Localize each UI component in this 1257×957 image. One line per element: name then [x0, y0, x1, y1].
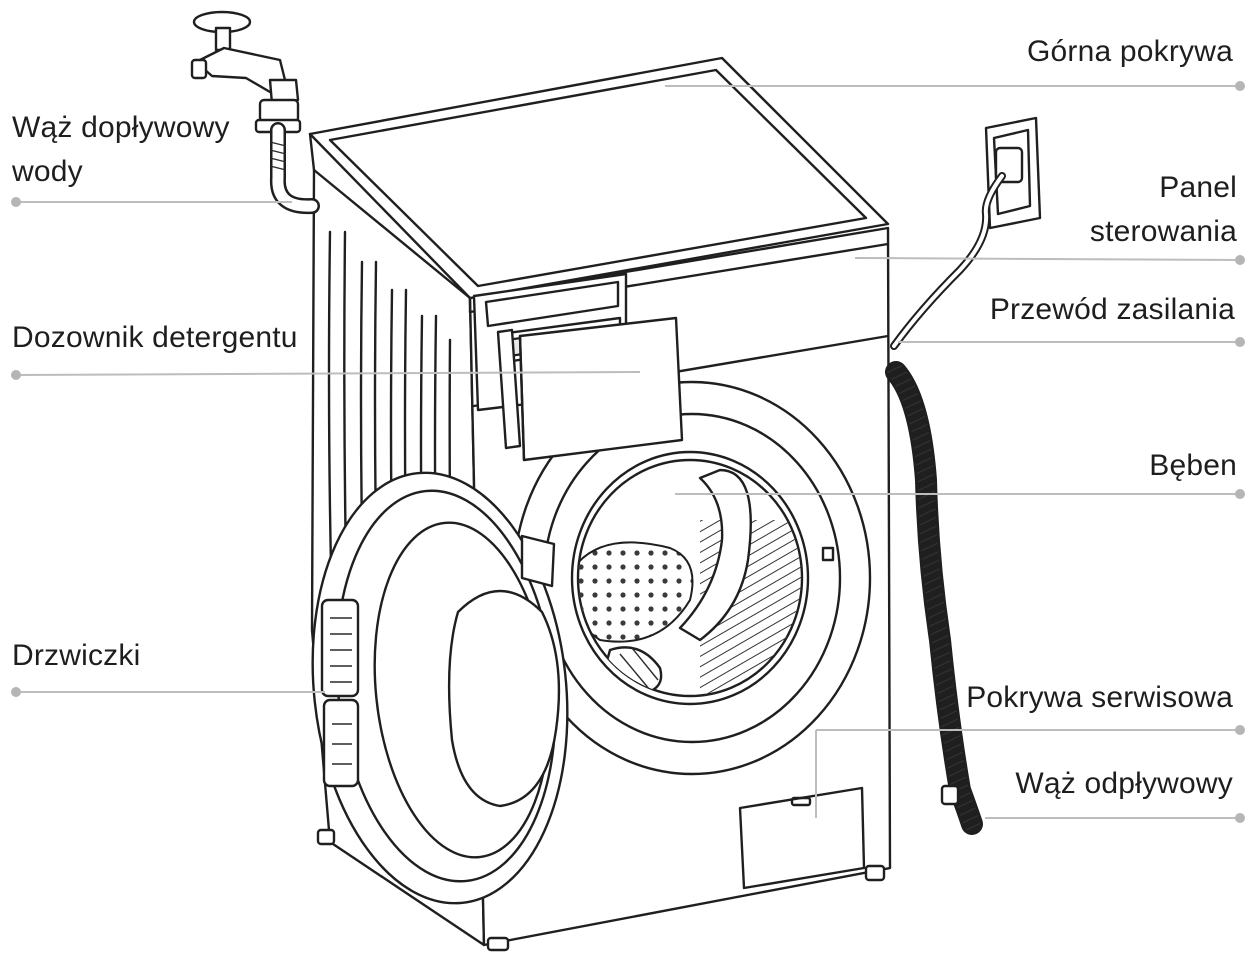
drain-hose — [885, 361, 983, 835]
top-cover — [308, 56, 890, 314]
label-power-cord: Przewód zasilania — [989, 293, 1235, 326]
label-detergent-dispenser: Dozownik detergentu — [12, 321, 298, 354]
water-inlet-hose — [269, 122, 320, 215]
label-water-inlet-hose: Wąż dopływowy wody — [12, 111, 230, 188]
door-hinge — [320, 598, 360, 788]
label-door: Drzwiczki — [12, 639, 141, 672]
service-cover — [738, 786, 866, 890]
detergent-dispenser — [496, 316, 684, 462]
water-tap — [190, 10, 302, 134]
power-outlet — [984, 116, 1042, 230]
callout-lines — [15, 85, 1241, 819]
label-service-cover: Pokrywa serwisowa — [966, 681, 1233, 714]
callout-dots — [11, 81, 1245, 823]
power-cord — [890, 172, 1006, 350]
label-drain-hose: Wąż odpływowy — [1015, 767, 1233, 800]
drum — [512, 380, 872, 776]
label-control-panel: Panel sterowania — [1089, 171, 1237, 248]
label-drum: Bęben — [1149, 449, 1237, 482]
door — [311, 471, 569, 905]
hose-thread — [269, 141, 287, 171]
label-top-cover: Górna pokrywa — [1026, 35, 1233, 68]
